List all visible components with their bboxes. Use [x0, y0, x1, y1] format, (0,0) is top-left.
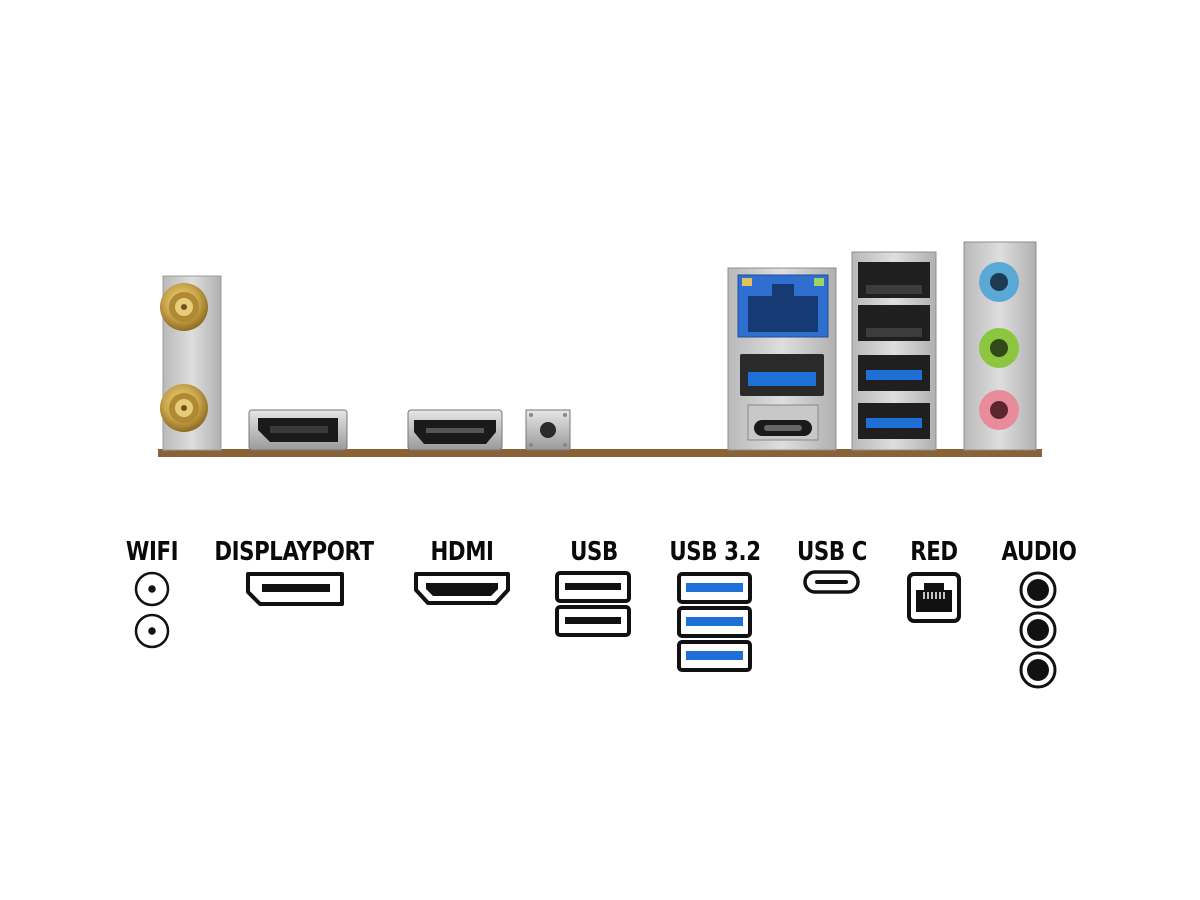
wifi-connector-bottom: [160, 384, 208, 432]
hdmi-icon: [414, 572, 510, 605]
usb3-icon: [677, 572, 752, 672]
label-wifi: WIFI: [125, 537, 179, 567]
label-usb32: USB 3.2: [669, 537, 761, 567]
hdmi-port: [407, 409, 503, 451]
lan-usb-stack: [727, 267, 837, 451]
label-audio: AUDIO: [1001, 537, 1077, 567]
antenna-connector-icon: [134, 571, 170, 649]
bios-flash-button: [525, 409, 571, 451]
displayport-icon: [246, 572, 344, 606]
pcb-edge: [158, 449, 1042, 457]
label-usbc: USB C: [797, 537, 867, 567]
usb-quad-stack: [851, 251, 937, 451]
wifi-antenna-bracket: [160, 275, 222, 451]
audio-jack-icon: [1019, 571, 1057, 689]
usb-a-icon: [555, 571, 631, 637]
audio-stack: [963, 241, 1037, 451]
wifi-connector-top: [160, 283, 208, 331]
usb-c-icon: [803, 570, 860, 594]
label-hdmi: HDMI: [430, 537, 494, 567]
label-red: RED: [910, 537, 958, 567]
label-usb: USB: [570, 537, 618, 567]
displayport-port: [248, 409, 348, 451]
label-displayport: DISPLAYPORT: [214, 537, 374, 567]
rear-io-panel: [158, 241, 1042, 457]
ethernet-icon: [907, 572, 961, 623]
